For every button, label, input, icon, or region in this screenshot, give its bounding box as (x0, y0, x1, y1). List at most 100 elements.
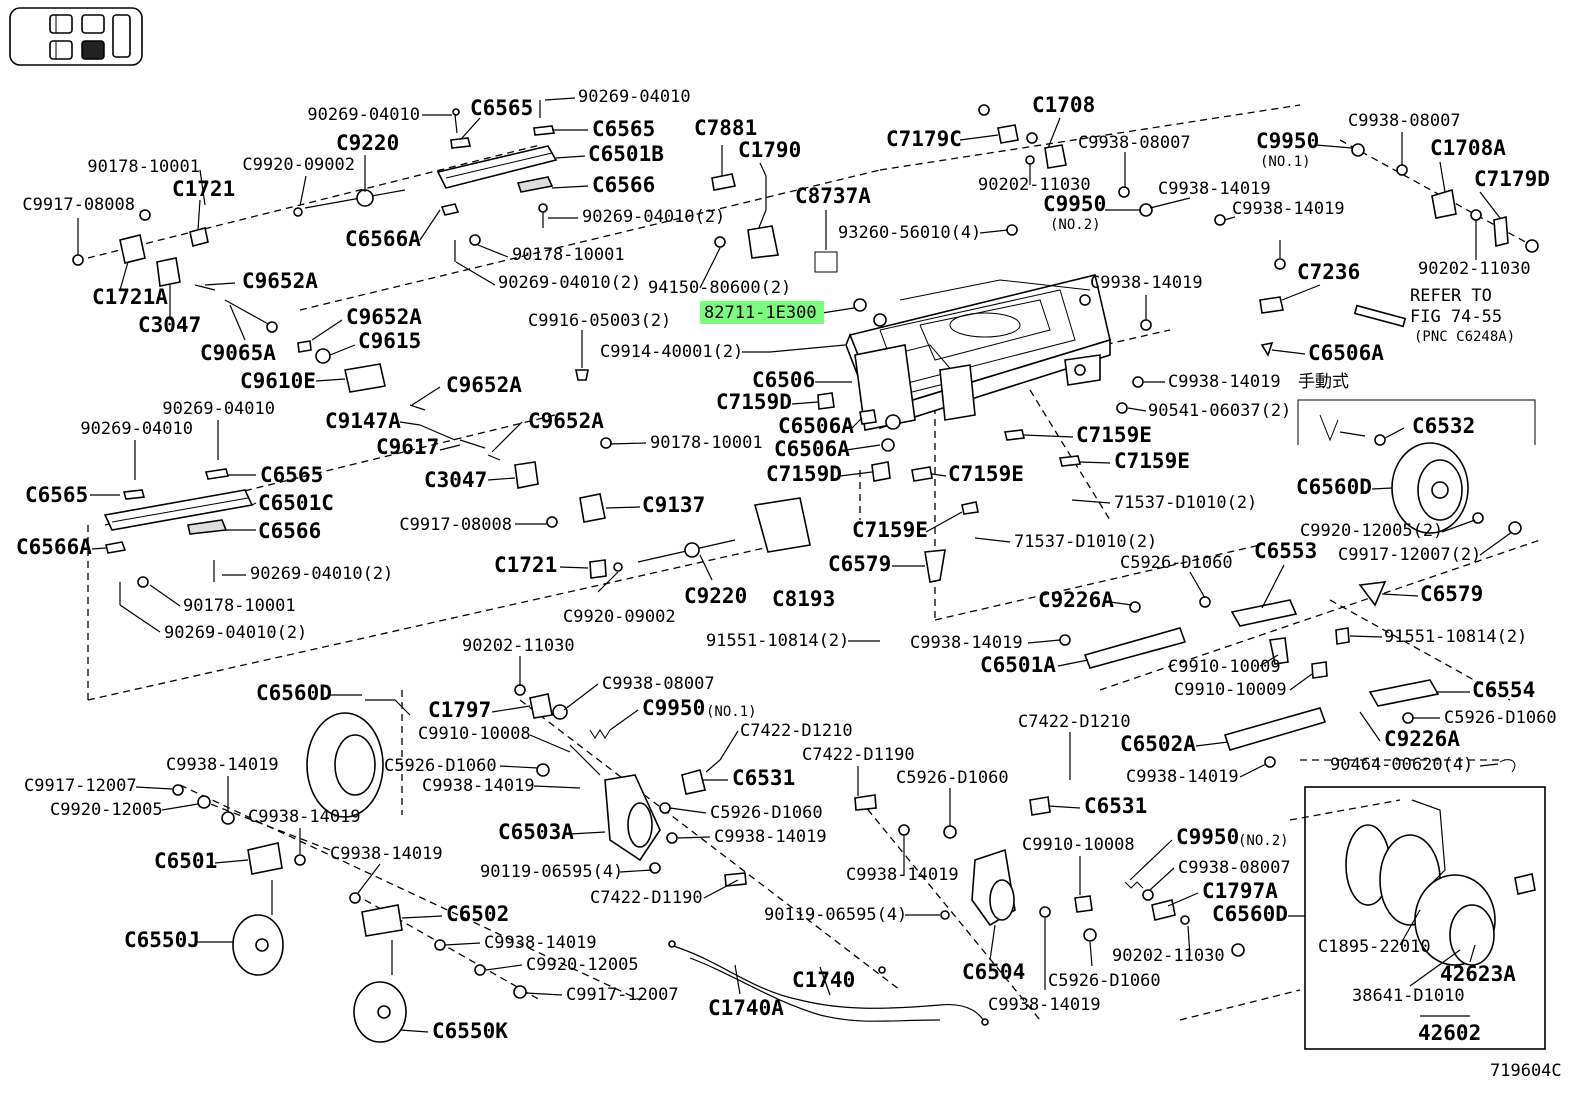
part-label[interactable]: C9065A (200, 341, 276, 365)
part-label[interactable]: C7159E (852, 518, 928, 542)
part-label[interactable]: 90202-11030 (462, 636, 575, 656)
part-label[interactable]: C6550K (432, 1019, 508, 1043)
part-label[interactable]: C9950 (1256, 129, 1319, 153)
part-label[interactable]: C7422-D1210 (740, 721, 853, 741)
part-label[interactable]: C6532 (1412, 414, 1475, 438)
part-label[interactable]: C9652A (346, 305, 422, 329)
part-label[interactable]: C7422-D1190 (590, 888, 703, 908)
part-label[interactable]: C1895-22010 (1318, 937, 1431, 957)
part-label[interactable]: C9950 (1176, 825, 1239, 849)
part-label[interactable]: 38641-D1010 (1352, 986, 1465, 1006)
part-label[interactable]: C1790 (738, 138, 801, 162)
part-label[interactable]: C6501A (980, 653, 1056, 677)
part-label[interactable]: C9652A (528, 409, 604, 433)
part-label[interactable]: C9917-12007 (24, 776, 137, 796)
part-label[interactable]: C9938-08007 (1178, 858, 1291, 878)
part-label[interactable]: C6554 (1472, 678, 1535, 702)
part-label[interactable]: C6506A (778, 414, 854, 438)
part-label[interactable]: C9226A (1038, 588, 1114, 612)
part-label[interactable]: C7159E (1114, 449, 1190, 473)
part-label[interactable]: C9938-08007 (1348, 111, 1461, 131)
part-label[interactable]: C9920-09002 (242, 155, 355, 175)
part-label[interactable]: 90269-04010 (80, 419, 193, 439)
part-label[interactable]: C7159D (766, 462, 842, 486)
part-label[interactable]: (NO.2) (1238, 833, 1289, 849)
part-label[interactable]: C6503A (498, 820, 574, 844)
part-label[interactable]: 42623A (1440, 962, 1516, 986)
part-label[interactable]: C7179D (1474, 167, 1550, 191)
part-label[interactable]: C7236 (1297, 260, 1360, 284)
part-label[interactable]: 90269-04010 (307, 105, 420, 125)
part-label[interactable]: C6501B (588, 142, 664, 166)
part-label[interactable]: C6579 (828, 552, 891, 576)
part-label[interactable]: 90202-11030 (1418, 259, 1531, 279)
part-label[interactable]: C9917-08008 (22, 195, 135, 215)
part-label[interactable]: C9220 (684, 584, 747, 608)
part-label[interactable]: C9938-14019 (1232, 199, 1345, 219)
part-label[interactable]: C9137 (642, 493, 705, 517)
part-label[interactable]: C9938-08007 (602, 674, 715, 694)
part-label[interactable]: 90269-04010 (578, 87, 691, 107)
part-label[interactable]: 90269-04010(2) (164, 623, 307, 643)
part-label[interactable]: C5926-D1060 (710, 803, 823, 823)
part-label[interactable]: C6502A (1120, 732, 1196, 756)
part-label[interactable]: 90178-10001 (512, 245, 625, 265)
part-label[interactable]: C9920-12005(2) (1300, 521, 1443, 541)
part-label[interactable]: C6560D (1296, 475, 1372, 499)
part-label[interactable]: 94150-80600(2) (648, 278, 791, 298)
part-label[interactable]: C9610E (240, 369, 316, 393)
part-label[interactable]: C9938-14019 (1168, 372, 1281, 392)
part-label[interactable]: 90269-04010(2) (250, 564, 393, 584)
part-label[interactable]: C1797A (1202, 879, 1278, 903)
part-label[interactable]: C6501 (154, 849, 217, 873)
part-label[interactable]: C1721 (494, 553, 557, 577)
part-label[interactable]: C5926-D1060 (1120, 553, 1233, 573)
part-label[interactable]: C9910-10009 (1168, 657, 1281, 677)
part-label[interactable]: C9938-14019 (1158, 179, 1271, 199)
part-label[interactable]: (NO.1) (1260, 154, 1311, 170)
part-label[interactable]: C9938-14019 (484, 933, 597, 953)
part-label[interactable]: C9652A (242, 269, 318, 293)
part-label[interactable]: C7422-D1210 (1018, 712, 1131, 732)
part-label[interactable]: C6531 (1084, 794, 1147, 818)
part-label[interactable]: 91551-10814(2) (706, 631, 849, 651)
part-label[interactable]: C6504 (962, 960, 1025, 984)
part-label[interactable]: 90269-04010(2) (498, 273, 641, 293)
part-label[interactable]: C9938-14019 (846, 865, 959, 885)
part-label[interactable]: 93260-56010(4) (838, 223, 981, 243)
part-label[interactable]: C6566A (16, 535, 92, 559)
part-label[interactable]: C6501C (258, 491, 334, 515)
part-label[interactable]: C1740A (708, 996, 784, 1020)
part-label[interactable]: C1721 (172, 177, 235, 201)
part-label[interactable]: C7422-D1190 (802, 745, 915, 765)
part-label[interactable]: C6560D (256, 681, 332, 705)
part-label[interactable]: C6566 (258, 519, 321, 543)
part-label[interactable]: C9652A (446, 373, 522, 397)
part-label[interactable]: C9916-05003(2) (528, 311, 671, 331)
part-label[interactable]: C1740 (792, 968, 855, 992)
part-label[interactable]: C9914-40001(2) (600, 342, 743, 362)
highlighted-part-label[interactable]: 82711-1E300 (704, 303, 817, 323)
part-label[interactable]: C1708 (1032, 93, 1095, 117)
part-label[interactable]: C6506 (752, 368, 815, 392)
part-label[interactable]: C6550J (124, 928, 200, 952)
part-label[interactable]: 90202-11030 (978, 175, 1091, 195)
part-label[interactable]: C1721A (92, 285, 168, 309)
part-label[interactable]: C6553 (1254, 539, 1317, 563)
part-label[interactable]: FIG 74-55 (1410, 307, 1502, 327)
part-label[interactable]: C9615 (358, 329, 421, 353)
part-label[interactable]: C1708A (1430, 136, 1506, 160)
part-label[interactable]: C9938-08007 (1078, 133, 1191, 153)
part-label[interactable]: C7159D (716, 390, 792, 414)
part-label[interactable]: C6565 (470, 96, 533, 120)
part-label[interactable]: C6566 (592, 173, 655, 197)
part-label[interactable]: C9226A (1384, 727, 1460, 751)
part-label[interactable]: C9938-14019 (988, 995, 1101, 1015)
part-label[interactable]: 90119-06595(4) (480, 862, 623, 882)
part-label[interactable]: C9917-08008 (399, 515, 512, 535)
part-label[interactable]: C6566A (345, 227, 421, 251)
part-label[interactable]: C7881 (694, 116, 757, 140)
part-label[interactable]: C9938-14019 (714, 827, 827, 847)
part-label[interactable]: C5926-D1060 (1048, 971, 1161, 991)
part-label[interactable]: C9220 (336, 131, 399, 155)
